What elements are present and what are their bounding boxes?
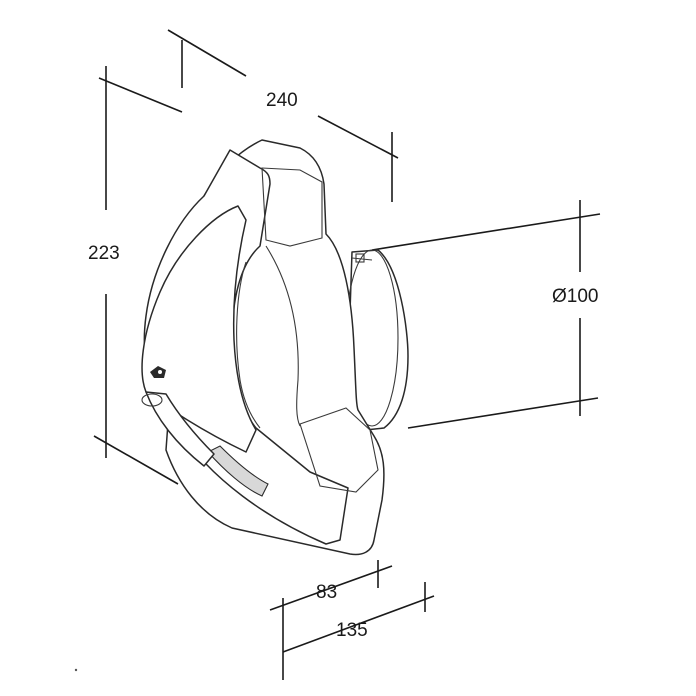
ridge-bottom — [299, 407, 379, 493]
ridge-top — [261, 167, 323, 247]
grill — [207, 445, 269, 497]
dimension-diameter: Ø100 — [371, 200, 601, 429]
dimension-label-diameter: Ø100 — [552, 286, 598, 307]
dim-line-135 — [282, 595, 435, 653]
dim-line-right-seg — [317, 115, 399, 159]
extension-line-bottom — [407, 397, 599, 429]
dimension-label-223: 223 — [88, 243, 120, 264]
dimension-135: 135 — [282, 582, 435, 653]
dimension-83: 83 — [269, 560, 393, 680]
lip-detail — [141, 393, 163, 407]
pipe-detail — [351, 257, 373, 261]
dome-inner-curve — [236, 261, 261, 429]
extension-line-top — [371, 213, 601, 251]
brand-logo — [150, 366, 166, 378]
dimension-240: 240 — [98, 29, 399, 202]
pipe-spigot — [345, 249, 409, 433]
dim-line-left-seg — [98, 77, 183, 113]
cover-lip — [145, 391, 215, 467]
dimension-label-240: 240 — [266, 90, 298, 111]
extension-line-bottom — [93, 435, 179, 485]
dim-line-83 — [269, 565, 393, 611]
stray-mark — [74, 668, 78, 672]
ridge-mid — [265, 245, 301, 427]
dimension-label-135: 135 — [336, 620, 368, 641]
extension-line-left — [167, 29, 247, 77]
cover-dome — [141, 205, 257, 453]
pipe-notch — [355, 253, 365, 263]
dimension-label-83: 83 — [316, 582, 337, 603]
dimension-223: 223 — [88, 66, 179, 485]
wall-vent-drawing — [141, 139, 409, 556]
